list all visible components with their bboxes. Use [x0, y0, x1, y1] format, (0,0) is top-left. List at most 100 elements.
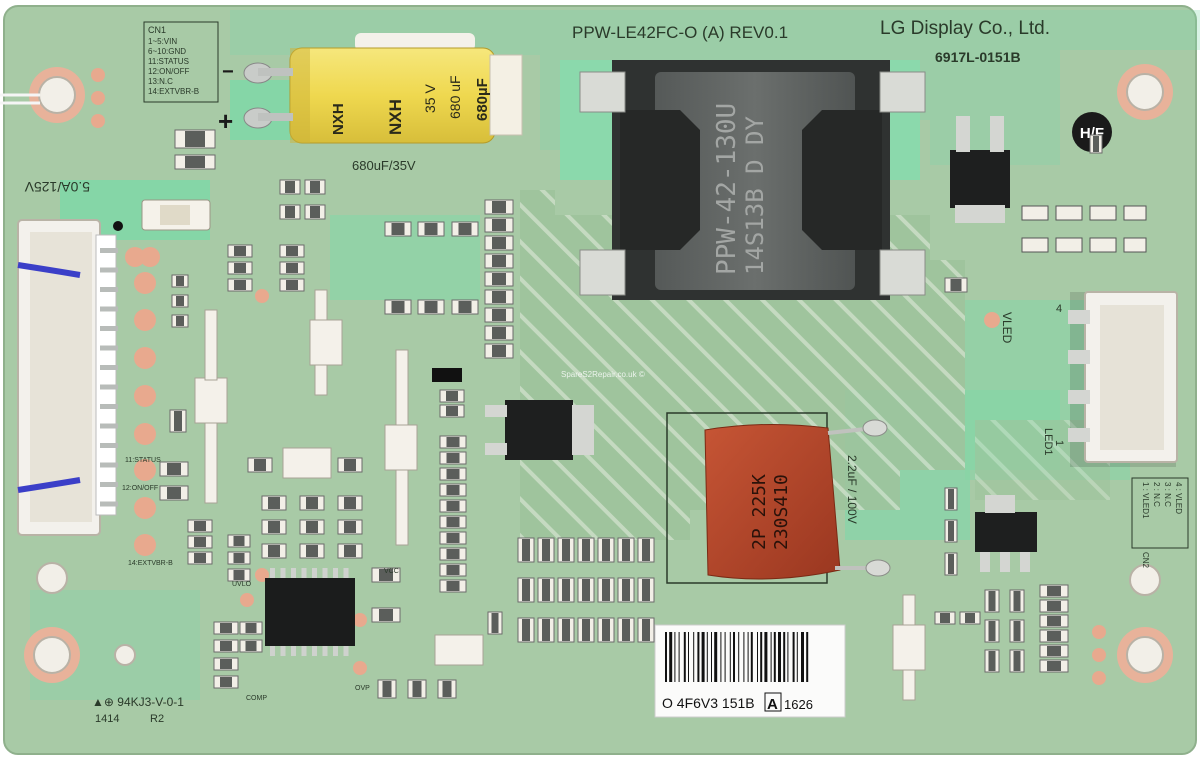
smd-chip [944, 552, 958, 576]
smd-chip [227, 244, 253, 258]
smd-chip [484, 235, 514, 251]
smd-chip [174, 129, 216, 149]
smd-chip [959, 611, 981, 625]
smd-chip [484, 289, 514, 305]
comp-label: COMP [246, 695, 267, 702]
smd-chip [171, 294, 189, 308]
cap-minus-marking: − [222, 61, 234, 83]
smd-chip [437, 679, 457, 699]
top-right-transistor [950, 116, 1010, 223]
smd-chip [934, 611, 956, 625]
ceramic-resistors [194, 289, 926, 701]
film-cap-marking-2: 230S410 [771, 474, 792, 550]
smd-chip [597, 577, 615, 603]
led1-label: LED1 [1042, 428, 1054, 456]
smd-chip [377, 679, 397, 699]
smd-chip [517, 617, 535, 643]
sticker-logo: A [767, 696, 778, 713]
svg-text:3 : N.C: 3 : N.C [1163, 482, 1172, 507]
smd-chip [227, 278, 253, 292]
smd-chip [484, 343, 514, 359]
smd-chip [279, 179, 301, 195]
smd-chip [487, 611, 503, 635]
smd-chip [484, 199, 514, 215]
smd-chip [557, 617, 575, 643]
svg-text:1 : VLED1: 1 : VLED1 [1141, 482, 1150, 519]
svg-text:11:STATUS: 11:STATUS [148, 57, 189, 66]
white-wires [0, 93, 40, 105]
smd-chip [227, 261, 253, 275]
smd-chip [439, 499, 467, 513]
smd-chip [213, 639, 239, 653]
connector-pins [100, 248, 118, 507]
film-capacitor: 2P 225K 230S410 [666, 412, 891, 584]
smd-chip [484, 271, 514, 287]
smd-chip [304, 204, 326, 220]
uvlo-label: UVLO [232, 581, 252, 588]
smd-chip [213, 675, 239, 689]
smd-chip [597, 617, 615, 643]
smd-chip [1039, 659, 1069, 673]
smd-chip [1009, 619, 1025, 643]
smd-chip [944, 519, 958, 543]
date-code: 1414 [95, 713, 119, 725]
smd-chip [261, 543, 287, 559]
smd-chip [1039, 644, 1069, 658]
smd-chip [617, 617, 635, 643]
smd-chip [484, 253, 514, 269]
smd-chip [537, 617, 555, 643]
svg-text:CN1: CN1 [148, 25, 166, 35]
cn2-pin4-label: 4 [1056, 303, 1062, 315]
cn1-pinout-box: CN1 1~5:VIN 6~10:GND 11:STATUS 12:ON/OFF… [143, 21, 219, 103]
barcode-sticker: O 4F6V3 151B A 1626 [654, 624, 846, 718]
cn1-round-pads [125, 247, 367, 675]
smd-chip [439, 451, 467, 465]
smd-chip [159, 461, 189, 477]
part-number-label: 6917L-0151B [935, 49, 1021, 65]
corner-pads [91, 68, 1106, 685]
smd-chip [637, 617, 655, 643]
bottom-left-code: ▲⊕ 94KJ3-V-0-1 [92, 695, 184, 709]
svg-text:6~10:GND: 6~10:GND [148, 47, 186, 56]
smd-chip [371, 607, 401, 623]
smd-chip [261, 495, 287, 511]
smd-chip [1009, 589, 1025, 613]
bottom-right-transistor [975, 495, 1037, 572]
fuse [141, 199, 211, 231]
smd-chip [171, 314, 189, 328]
small-black-diode [432, 368, 462, 382]
smd-chip [984, 649, 1000, 673]
smd-chip [557, 537, 575, 563]
inductor-marking-1: PPW-42-130U [712, 103, 742, 275]
smd-chip [451, 221, 479, 237]
smd-chip [299, 519, 325, 535]
smd-chip [577, 537, 595, 563]
smd-chip [187, 519, 213, 533]
smd-chip [279, 261, 305, 275]
controller-ic [265, 568, 355, 656]
smd-chip [557, 577, 575, 603]
smd-chip [261, 519, 287, 535]
smd-chip [484, 307, 514, 323]
smd-chip [637, 577, 655, 603]
svg-text:2 : N.C: 2 : N.C [1152, 482, 1161, 507]
smd-chip [169, 409, 187, 433]
smd-chip [439, 547, 467, 561]
vled-label: VLED [1000, 312, 1014, 344]
film-cap-marking-1: 2P 225K [749, 474, 770, 550]
mid-mosfet [485, 400, 594, 460]
cn2-pin1-label: 1 [1053, 440, 1065, 446]
sticker-suffix: 1626 [784, 697, 813, 712]
smd-chip [279, 204, 301, 220]
smd-chip [439, 435, 467, 449]
smd-chip [944, 487, 958, 511]
smd-chip [577, 617, 595, 643]
mounting-holes [24, 64, 1173, 683]
smd-chip [517, 577, 535, 603]
wire-blue-top [17, 262, 81, 278]
svg-text:13:N.C: 13:N.C [148, 77, 173, 86]
smd-chip [187, 535, 213, 549]
smd-chip [637, 537, 655, 563]
smd-components [159, 129, 1103, 699]
